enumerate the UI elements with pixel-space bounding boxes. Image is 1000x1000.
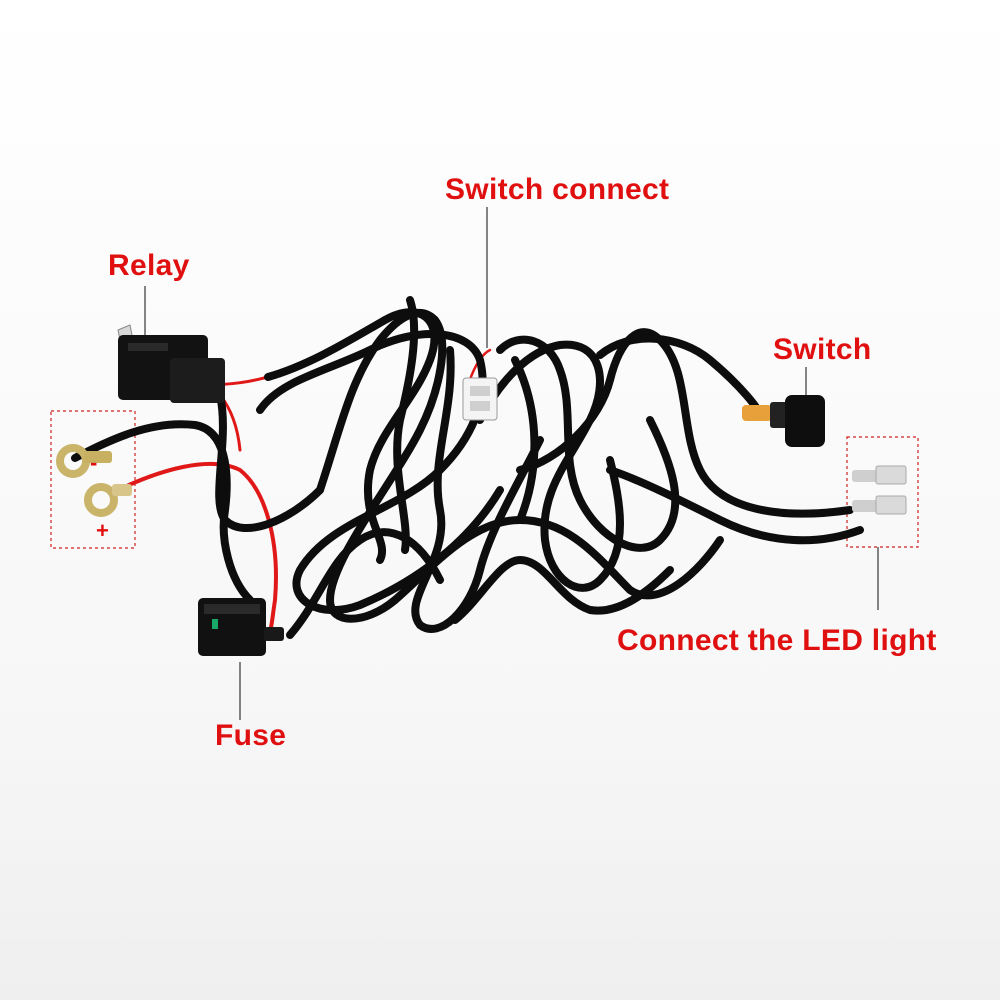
switch-label: Switch [773, 333, 872, 366]
relay-label: Relay [108, 249, 190, 282]
switch-connect-label: Switch connect [445, 173, 670, 206]
led-spade-terminals [852, 465, 907, 515]
fuse-label: Fuse [215, 719, 287, 752]
fuse-holder [198, 598, 284, 656]
positive-label: + [96, 518, 109, 543]
switch-connector [462, 377, 498, 421]
battery-ring-terminals [56, 444, 132, 517]
relay-module [117, 324, 225, 403]
led-terminals-box [846, 436, 919, 548]
connect-led-label: Connect the LED light [617, 624, 937, 657]
battery-terminals-box [50, 410, 136, 549]
rocker-switch [742, 395, 825, 447]
black-wire-bundle [71, 296, 864, 639]
negative-label: - [90, 450, 98, 475]
